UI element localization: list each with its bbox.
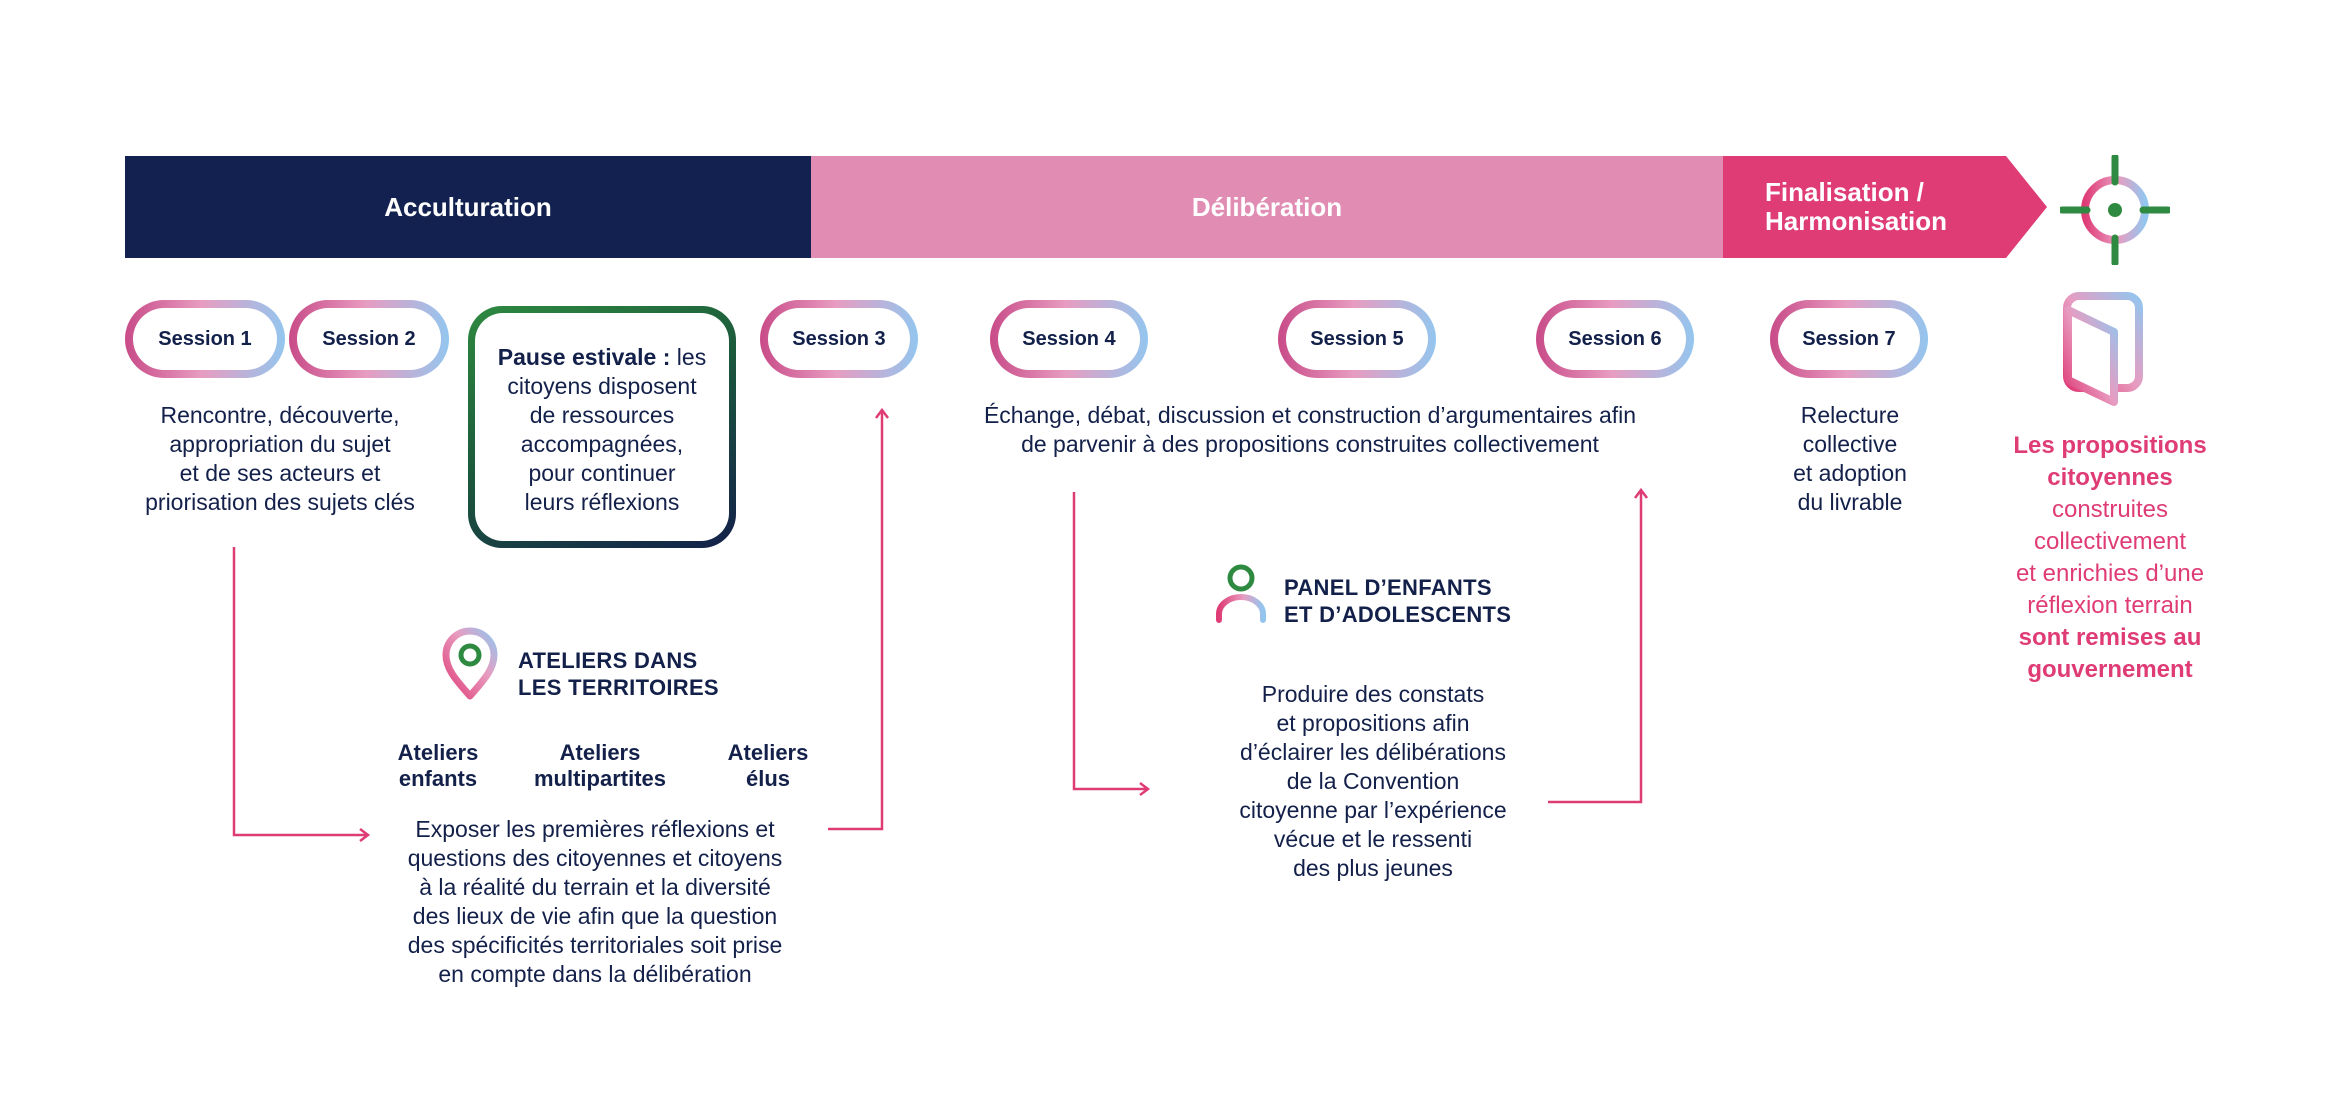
session-7-description: Relecture collective et adoption du livr… [1793, 402, 1907, 515]
session-3-label: Session 3 [768, 308, 910, 370]
session-7-label: Session 7 [1778, 308, 1920, 370]
ateliers-multipartites: Ateliers multipartites [533, 740, 667, 791]
session-1-pill: Session 1 [125, 300, 285, 378]
phase-finalisation-label-1: Finalisation / [1765, 177, 1924, 207]
session-4-label: Session 4 [998, 308, 1140, 370]
phase-finalisation-label-2: Harmonisation [1765, 206, 1948, 236]
ateliers-elus: Ateliers élus [727, 740, 809, 791]
target-icon [2060, 155, 2170, 265]
sessions-1-2-description: Rencontre, découverte, appropriation du … [145, 402, 415, 515]
session-1-label: Session 1 [133, 308, 277, 370]
session-6-pill: Session 6 [1536, 300, 1694, 378]
phase-acculturation-label: Acculturation [384, 191, 552, 222]
pause-title: Pause estivale : [497, 344, 671, 370]
phase-deliberation: Délibération [811, 156, 1723, 258]
session-2-label: Session 2 [297, 308, 441, 370]
arrow-sessions12-to-ateliers [232, 547, 371, 842]
document-icon [2063, 292, 2143, 406]
arrow-panel-to-session6 [1548, 487, 1648, 804]
session-3-pill: Session 3 [760, 300, 918, 378]
person-icon [1216, 564, 1266, 623]
session-4-pill: Session 4 [990, 300, 1148, 378]
pause-estivale-box: Pause estivale : les citoyens disposent … [468, 306, 736, 548]
ateliers-title: ATELIERS DANS LES TERRITOIRES [518, 648, 719, 700]
session-7-pill: Session 7 [1770, 300, 1928, 378]
panel-description: Produire des constats et propositions af… [1239, 681, 1507, 881]
ateliers-description: Exposer les premières réflexions et ques… [407, 816, 783, 987]
phase-deliberation-label: Délibération [1191, 191, 1343, 222]
final-outcome-text: Les propositions citoyennes construites … [2013, 432, 2207, 683]
arrow-ateliers-to-session3 [828, 407, 889, 831]
sessions-4-6-description: Échange, débat, discussion et constructi… [983, 402, 1637, 457]
session-2-pill: Session 2 [289, 300, 449, 378]
panel-title: PANEL D’ENFANTS ET D’ADOLESCENTS [1284, 575, 1512, 627]
location-pin-icon [442, 627, 498, 700]
session-5-label: Session 5 [1286, 308, 1428, 370]
phase-finalisation: Finalisation / Harmonisation [1723, 156, 2047, 258]
ateliers-enfants: Ateliers enfants [397, 740, 479, 791]
session-5-pill: Session 5 [1278, 300, 1436, 378]
phase-acculturation: Acculturation [125, 156, 811, 258]
arrow-session4-to-panel [1072, 492, 1151, 796]
session-6-label: Session 6 [1544, 308, 1686, 370]
